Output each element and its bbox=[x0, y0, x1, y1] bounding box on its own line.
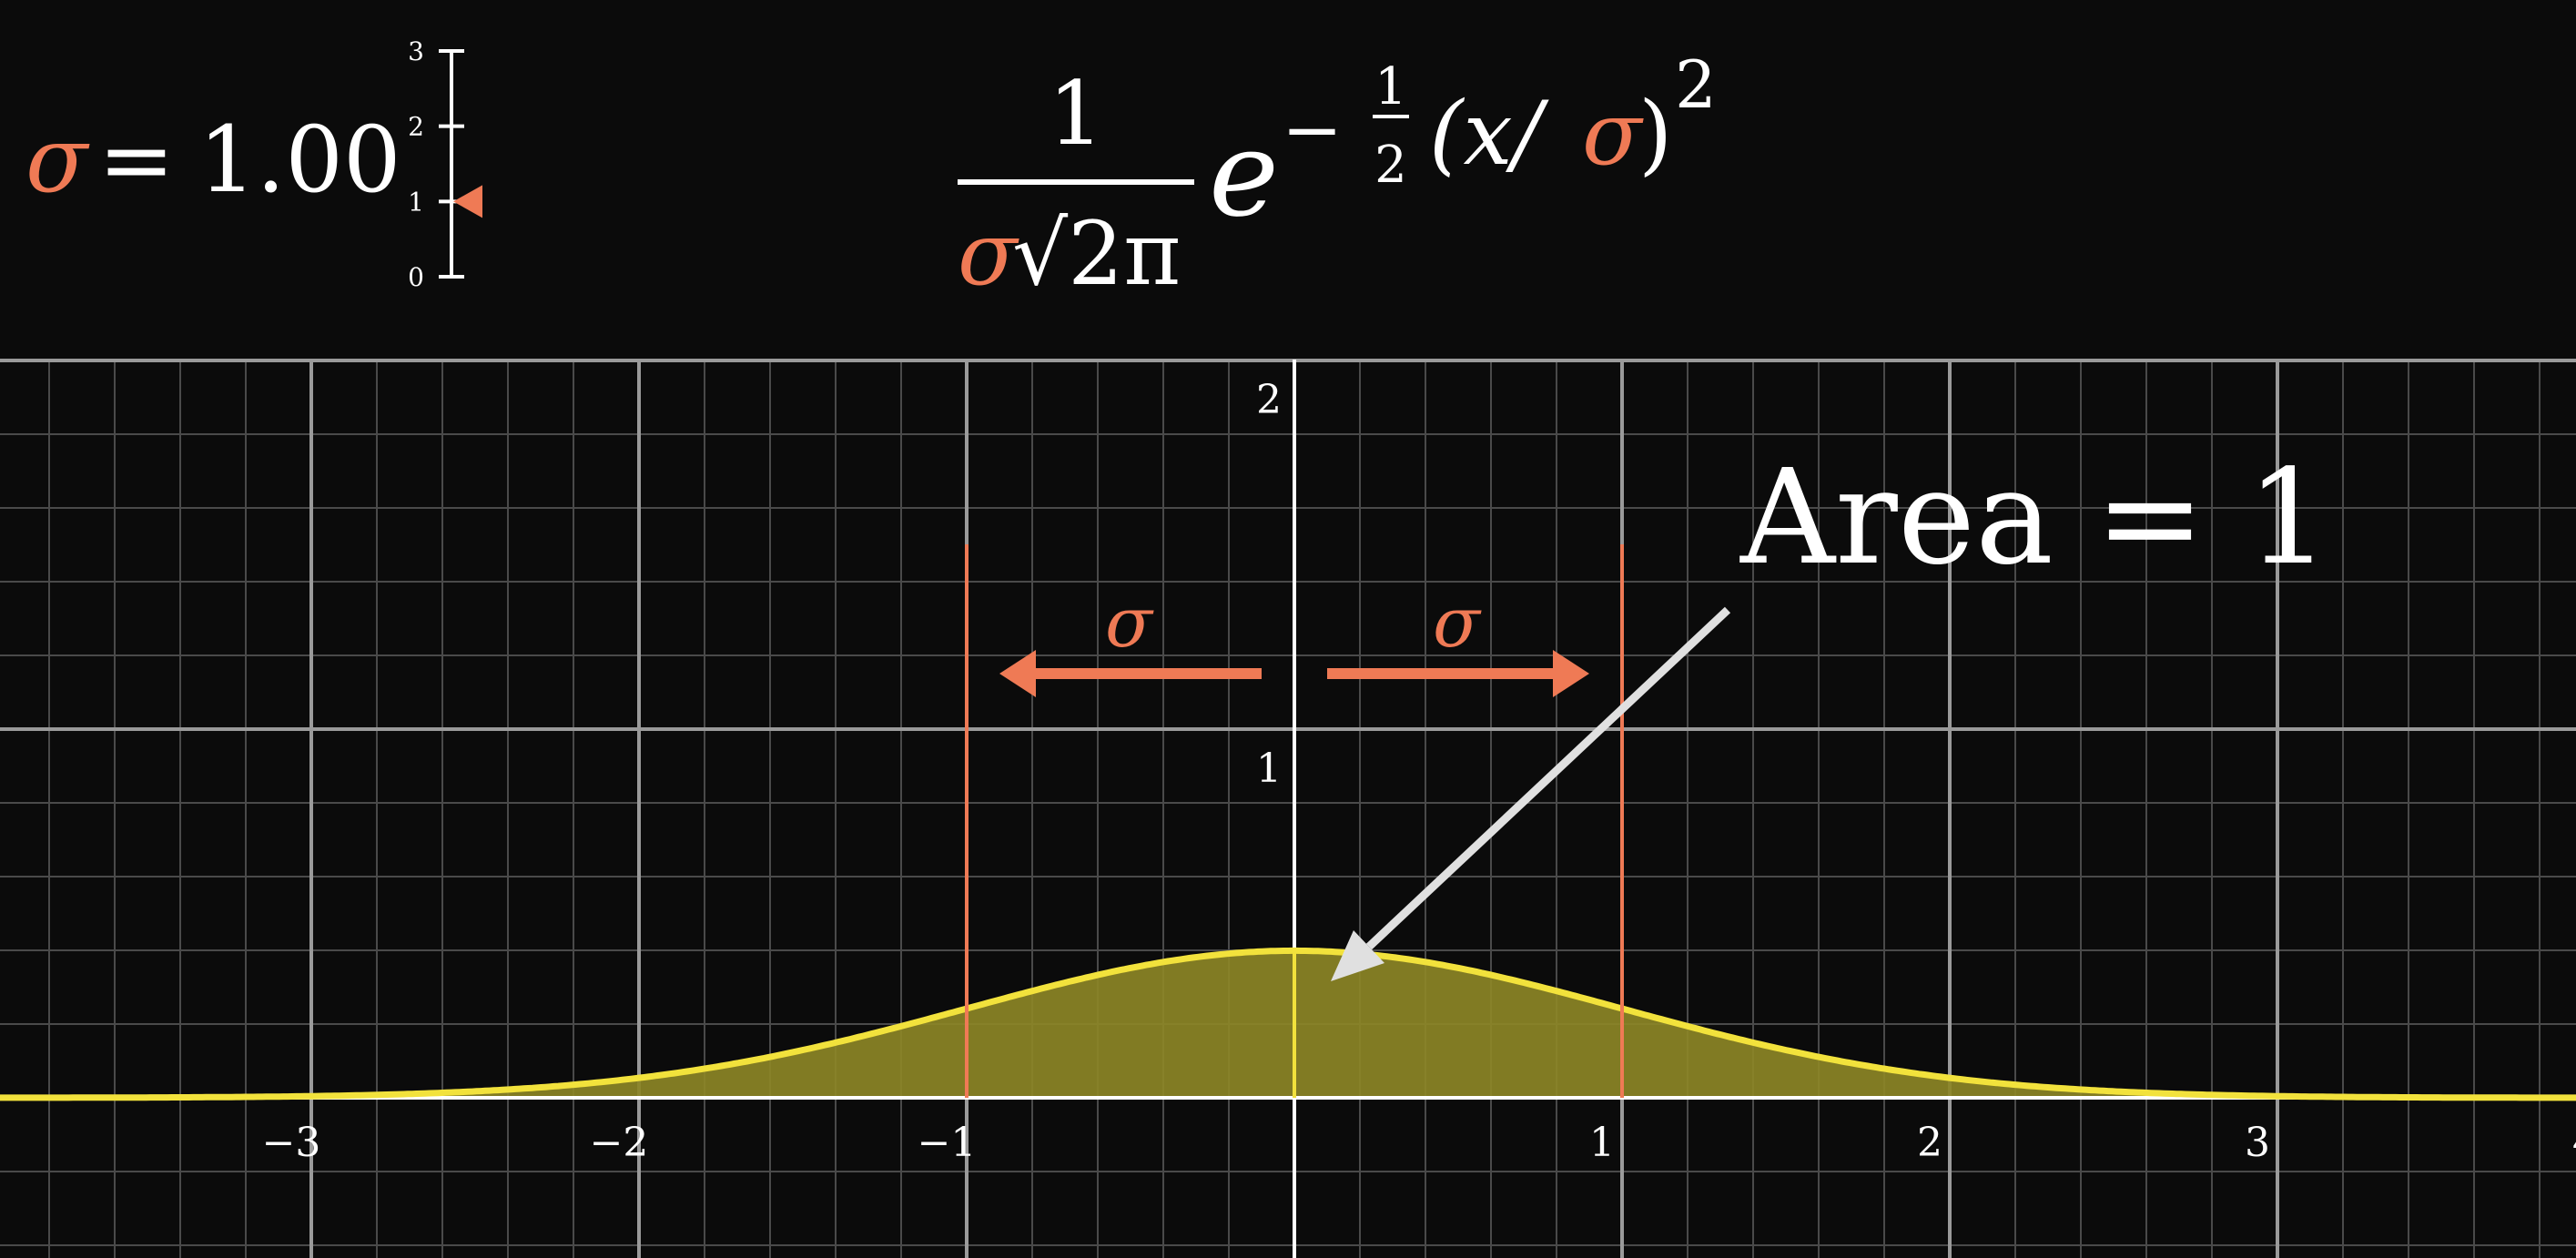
sigma-value: 1.00 bbox=[198, 107, 401, 213]
x-tick-label: 3 bbox=[2245, 1120, 2270, 1166]
axes bbox=[0, 360, 2576, 1258]
equals-sign: = bbox=[98, 107, 175, 213]
left-arrow-head bbox=[999, 650, 1036, 697]
pdf-curve bbox=[0, 947, 2576, 1101]
sigma-readout: σ = 1.00 bbox=[25, 107, 401, 213]
slider-handle[interactable] bbox=[453, 185, 482, 218]
formula-exp-sigma: σ bbox=[1582, 83, 1644, 185]
right-arrow-head bbox=[1553, 650, 1589, 697]
grid bbox=[0, 359, 2576, 1258]
sigma-arrows: σ σ bbox=[999, 582, 1589, 697]
area-pointer-shaft bbox=[1365, 606, 1731, 950]
x-tick-label: −1 bbox=[918, 1120, 977, 1166]
area-pointer-head bbox=[1331, 930, 1384, 981]
formula-numerator: 1 bbox=[1048, 63, 1103, 165]
x-tick-label: 2 bbox=[1917, 1120, 1942, 1166]
slider-tick-label: 0 bbox=[408, 262, 424, 292]
formula-exp-open: (x/ bbox=[1429, 83, 1550, 185]
x-tick-label: 1 bbox=[1589, 1120, 1615, 1166]
formula-denominator-root: √2π bbox=[1012, 203, 1181, 305]
sigma-left-label: σ bbox=[1105, 582, 1154, 663]
x-tick-label: 4 bbox=[2572, 1120, 2576, 1166]
formula-exp-frac-den: 2 bbox=[1374, 136, 1407, 195]
formula-exp-power: 2 bbox=[1675, 46, 1717, 123]
x-tick-label: −3 bbox=[262, 1120, 321, 1166]
area-label: Area = 1 bbox=[1739, 441, 2330, 593]
sigma-slider[interactable]: 0 1 2 3 bbox=[408, 36, 482, 292]
sigma-right-label: σ bbox=[1433, 582, 1482, 663]
x-tick-label: −2 bbox=[590, 1120, 649, 1166]
sigma-symbol: σ bbox=[25, 107, 90, 213]
formula-exp-minus: − bbox=[1282, 87, 1343, 172]
slider-tick-label: 2 bbox=[408, 112, 424, 142]
slider-tick-label: 3 bbox=[408, 36, 424, 66]
y-tick-label: 2 bbox=[1256, 377, 1282, 423]
area-under-curve bbox=[0, 950, 2576, 1098]
formula-base-e: e bbox=[1209, 105, 1279, 243]
formula-exp-frac-num: 1 bbox=[1374, 57, 1407, 117]
area-fill bbox=[0, 950, 2576, 1098]
area-annotation: Area = 1 bbox=[1331, 441, 2330, 981]
normal-pdf-formula: 1 σ √2π e − 1 2 (x/ σ ) 2 bbox=[958, 46, 1717, 305]
sigma-lines bbox=[965, 544, 1624, 1098]
slider-tick-label: 1 bbox=[408, 187, 424, 217]
formula-exp-close: ) bbox=[1638, 83, 1672, 185]
tick-labels: −3 −2 −1 1 2 3 4 1 2 bbox=[262, 377, 2576, 1166]
formula-denominator-sigma: σ bbox=[958, 203, 1019, 305]
y-tick-label: 1 bbox=[1256, 746, 1282, 792]
